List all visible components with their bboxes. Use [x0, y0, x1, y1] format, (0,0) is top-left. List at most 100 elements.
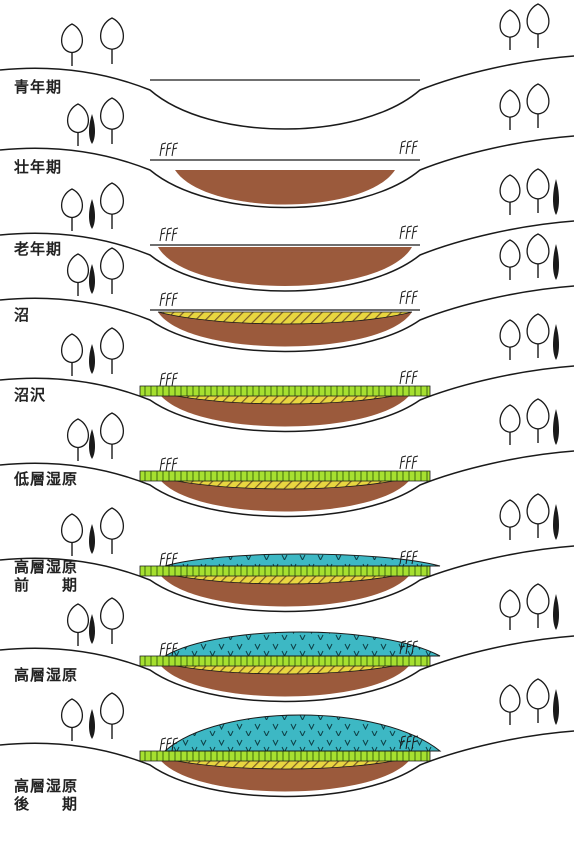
- cypress-tree-icon: [89, 114, 95, 144]
- stage-label-high-moor: 高層湿原: [14, 666, 78, 684]
- sedge-peat-layer: [140, 656, 430, 666]
- deciduous-tree-icon: [68, 419, 89, 461]
- cypress-tree-icon: [89, 199, 95, 229]
- sedge-peat-layer: [140, 386, 430, 396]
- reed-grass-icon: [166, 228, 172, 241]
- reed-grass-icon: [166, 373, 172, 386]
- reed-grass-icon: [166, 143, 172, 156]
- reed-grass-icon: [406, 456, 412, 469]
- sphagnum-peat-layer: [165, 632, 440, 656]
- reed-grass-icon: [406, 141, 412, 154]
- cypress-tree-icon: [553, 689, 559, 725]
- reed-grass-icon: [406, 226, 412, 239]
- peat-layer: [158, 247, 412, 286]
- deciduous-tree-icon: [62, 189, 83, 231]
- reed-grass-icon: [160, 553, 166, 566]
- stage-label-high-late: 高層湿原 後 期: [14, 777, 78, 813]
- deciduous-tree-icon: [62, 699, 83, 741]
- stage-high-early: [0, 494, 574, 612]
- reed-grass-icon: [160, 458, 166, 471]
- deciduous-tree-icon: [62, 24, 83, 66]
- reed-grass-icon: [412, 141, 418, 154]
- cypress-tree-icon: [553, 594, 559, 630]
- reed-grass-icon: [160, 228, 166, 241]
- deciduous-tree-icon: [500, 90, 520, 130]
- cypress-tree-icon: [553, 244, 559, 280]
- deciduous-tree-icon: [527, 169, 549, 213]
- reed-grass-icon: [160, 143, 166, 156]
- deciduous-tree-icon: [101, 508, 124, 554]
- deciduous-tree-icon: [101, 693, 124, 739]
- deciduous-tree-icon: [500, 685, 520, 725]
- stage-label-marsh: 沼沢: [14, 386, 46, 404]
- cypress-tree-icon: [89, 709, 95, 739]
- reed-grass-icon: [406, 291, 412, 304]
- reed-grass-icon: [400, 456, 406, 469]
- deciduous-tree-icon: [527, 584, 549, 628]
- deciduous-tree-icon: [500, 590, 520, 630]
- peat-layer: [175, 170, 395, 205]
- reed-grass-icon: [172, 373, 178, 386]
- reed-grass-icon: [412, 226, 418, 239]
- cypress-tree-icon: [89, 524, 95, 554]
- reed-grass-icon: [160, 373, 166, 386]
- reed-grass-icon: [172, 458, 178, 471]
- deciduous-tree-icon: [68, 254, 89, 296]
- deciduous-tree-icon: [62, 514, 83, 556]
- cypress-tree-icon: [89, 344, 95, 374]
- reed-grass-icon: [160, 738, 166, 751]
- deciduous-tree-icon: [101, 598, 124, 644]
- cypress-tree-icon: [553, 324, 559, 360]
- reed-grass-icon: [160, 643, 166, 656]
- reed-grass-icon: [412, 291, 418, 304]
- reed-grass-icon: [412, 371, 418, 384]
- deciduous-tree-icon: [500, 240, 520, 280]
- cypress-tree-icon: [89, 614, 95, 644]
- cypress-tree-icon: [89, 264, 95, 294]
- deciduous-tree-icon: [101, 328, 124, 374]
- stage-label-maturity: 壮年期: [14, 158, 62, 176]
- deciduous-tree-icon: [527, 84, 549, 128]
- deciduous-tree-icon: [101, 183, 124, 229]
- stage-high-late: [0, 679, 574, 797]
- deciduous-tree-icon: [527, 234, 549, 278]
- stage-label-low-moor: 低層湿原: [14, 470, 78, 488]
- reed-grass-icon: [166, 293, 172, 306]
- deciduous-tree-icon: [500, 320, 520, 360]
- deciduous-tree-icon: [101, 18, 124, 64]
- cypress-tree-icon: [89, 429, 95, 459]
- deciduous-tree-icon: [68, 104, 89, 146]
- reed-grass-icon: [400, 291, 406, 304]
- reed-grass-icon: [172, 228, 178, 241]
- sedge-peat-layer: [140, 566, 430, 576]
- deciduous-tree-icon: [500, 175, 520, 215]
- reed-grass-icon: [172, 143, 178, 156]
- sedge-peat-layer: [140, 471, 430, 481]
- reed-grass-icon: [400, 226, 406, 239]
- deciduous-tree-icon: [101, 98, 124, 144]
- deciduous-tree-icon: [101, 413, 124, 459]
- sphagnum-peat-layer: [165, 554, 440, 566]
- sphagnum-peat-layer: [165, 715, 440, 751]
- cypress-tree-icon: [553, 179, 559, 215]
- cypress-tree-icon: [553, 409, 559, 445]
- deciduous-tree-icon: [500, 405, 520, 445]
- reed-grass-icon: [160, 293, 166, 306]
- reed-grass-icon: [406, 371, 412, 384]
- deciduous-tree-icon: [527, 494, 549, 538]
- sedge-peat-layer: [140, 751, 430, 761]
- deciduous-tree-icon: [527, 399, 549, 443]
- deciduous-tree-icon: [500, 10, 520, 50]
- deciduous-tree-icon: [62, 334, 83, 376]
- deciduous-tree-icon: [101, 248, 124, 294]
- reed-grass-icon: [412, 456, 418, 469]
- stage-youth: [0, 4, 574, 129]
- stage-label-old-age: 老年期: [14, 240, 62, 258]
- deciduous-tree-icon: [500, 500, 520, 540]
- reed-grass-icon: [172, 293, 178, 306]
- stage-label-high-early: 高層湿原 前 期: [14, 558, 78, 594]
- stage-label-swamp: 沼: [14, 306, 30, 324]
- stage-maturity: [0, 84, 574, 208]
- stage-label-youth: 青年期: [14, 78, 62, 96]
